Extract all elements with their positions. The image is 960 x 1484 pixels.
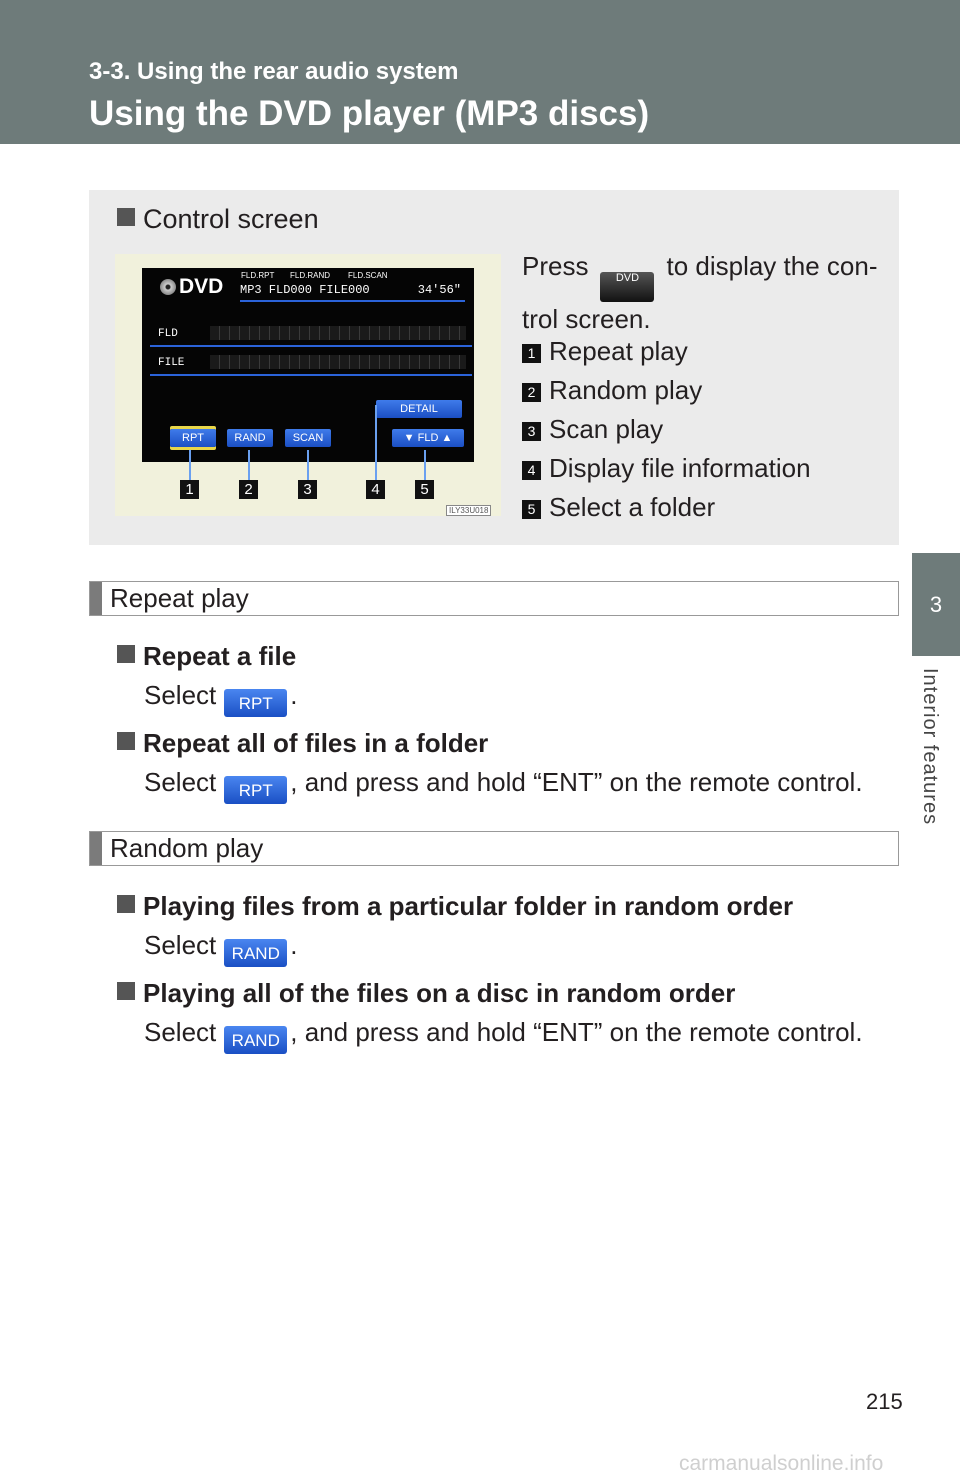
- track-info: MP3 FLD000 FILE000 34'56": [240, 283, 465, 302]
- callout-arrow-2: [248, 450, 250, 480]
- repeat-file-heading: Repeat a file: [117, 641, 296, 672]
- repeat-play-section-bar: Repeat play: [89, 581, 899, 616]
- section-heading: 3-3. Using the rear audio system: [89, 58, 459, 85]
- random-folder-heading: Playing files from a particular folder i…: [117, 891, 793, 922]
- fld-row: FLD: [150, 323, 472, 347]
- callout-1: 1: [180, 480, 199, 499]
- image-code: ILY33U018: [446, 505, 492, 516]
- square-bullet-icon: [117, 208, 135, 226]
- rand-button-image: RAND: [224, 1026, 288, 1054]
- callout-arrow-4: [375, 405, 377, 480]
- dvd-logo: DVD: [160, 275, 223, 299]
- mini-label-fld-scan: FLD.SCAN: [348, 271, 388, 280]
- callout-4: 4: [366, 480, 385, 499]
- page-title: Using the DVD player (MP3 discs): [89, 94, 650, 133]
- random-play-section-bar: Random play: [89, 831, 899, 866]
- mini-label-fld-rpt: FLD.RPT: [241, 271, 275, 280]
- square-bullet-icon: [117, 982, 135, 1000]
- callout-arrow-3: [307, 450, 309, 480]
- mini-label-fld-rand: FLD.RAND: [290, 271, 331, 280]
- random-disc-heading: Playing all of the files on a disc in ra…: [117, 978, 735, 1009]
- square-bullet-icon: [117, 645, 135, 663]
- callout-3: 3: [298, 480, 317, 499]
- chapter-label: Interior features: [919, 668, 941, 826]
- rand-button-image: RAND: [224, 939, 288, 967]
- page-number: 215: [866, 1389, 903, 1414]
- rpt-button-image: RPT: [224, 689, 288, 717]
- callout-arrow-1: [189, 450, 191, 480]
- page-header: 3-3. Using the rear audio system Using t…: [0, 0, 960, 144]
- playback-time: 34'56": [417, 283, 461, 297]
- chapter-tab: 3: [912, 553, 960, 656]
- fld-select-button[interactable]: ▼ FLD ▲: [392, 429, 464, 447]
- square-bullet-icon: [117, 895, 135, 913]
- square-bullet-icon: [117, 732, 135, 750]
- control-screen-heading: Control screen: [117, 204, 319, 235]
- callout-2: 2: [239, 480, 258, 499]
- callout-5: 5: [415, 480, 434, 499]
- detail-button[interactable]: DETAIL: [376, 400, 462, 418]
- file-row: FILE: [150, 352, 472, 376]
- rand-button[interactable]: RAND: [227, 429, 273, 447]
- disc-icon: [160, 279, 176, 295]
- scan-button[interactable]: SCAN: [285, 429, 331, 447]
- rpt-button-image: RPT: [224, 776, 288, 804]
- rpt-button[interactable]: RPT: [170, 429, 216, 447]
- watermark: carmanualsonline.info: [679, 1452, 884, 1475]
- dvd-control-screen: DVD FLD.RPT FLD.RAND FLD.SCAN MP3 FLD000…: [142, 268, 474, 462]
- repeat-folder-heading: Repeat all of files in a folder: [117, 728, 488, 759]
- dvd-button: DVD: [600, 272, 655, 302]
- callout-arrow-5: [424, 450, 426, 480]
